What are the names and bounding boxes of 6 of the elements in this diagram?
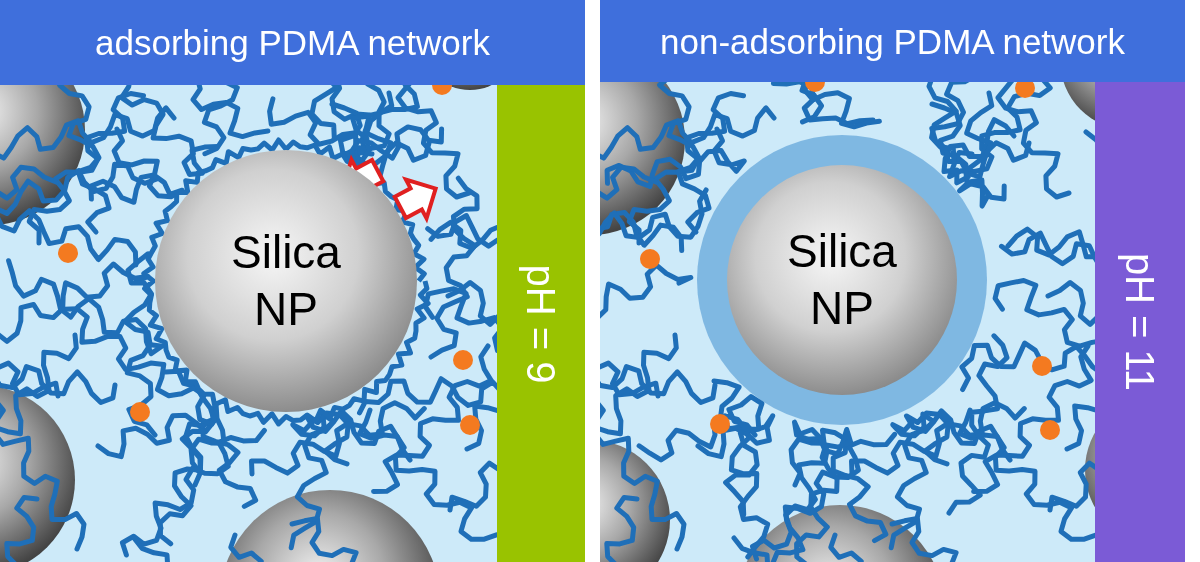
ph-label-bar: pH = 11 bbox=[1095, 82, 1185, 562]
silica-nanoparticle: Silica NP bbox=[155, 150, 417, 412]
title-banner: adsorbing PDMA network bbox=[0, 0, 585, 85]
silica-nanoparticle: Silica NP bbox=[727, 165, 957, 395]
title-banner: non-adsorbing PDMA network bbox=[600, 0, 1185, 82]
ph-label-bar: pH = 9 bbox=[497, 85, 585, 562]
